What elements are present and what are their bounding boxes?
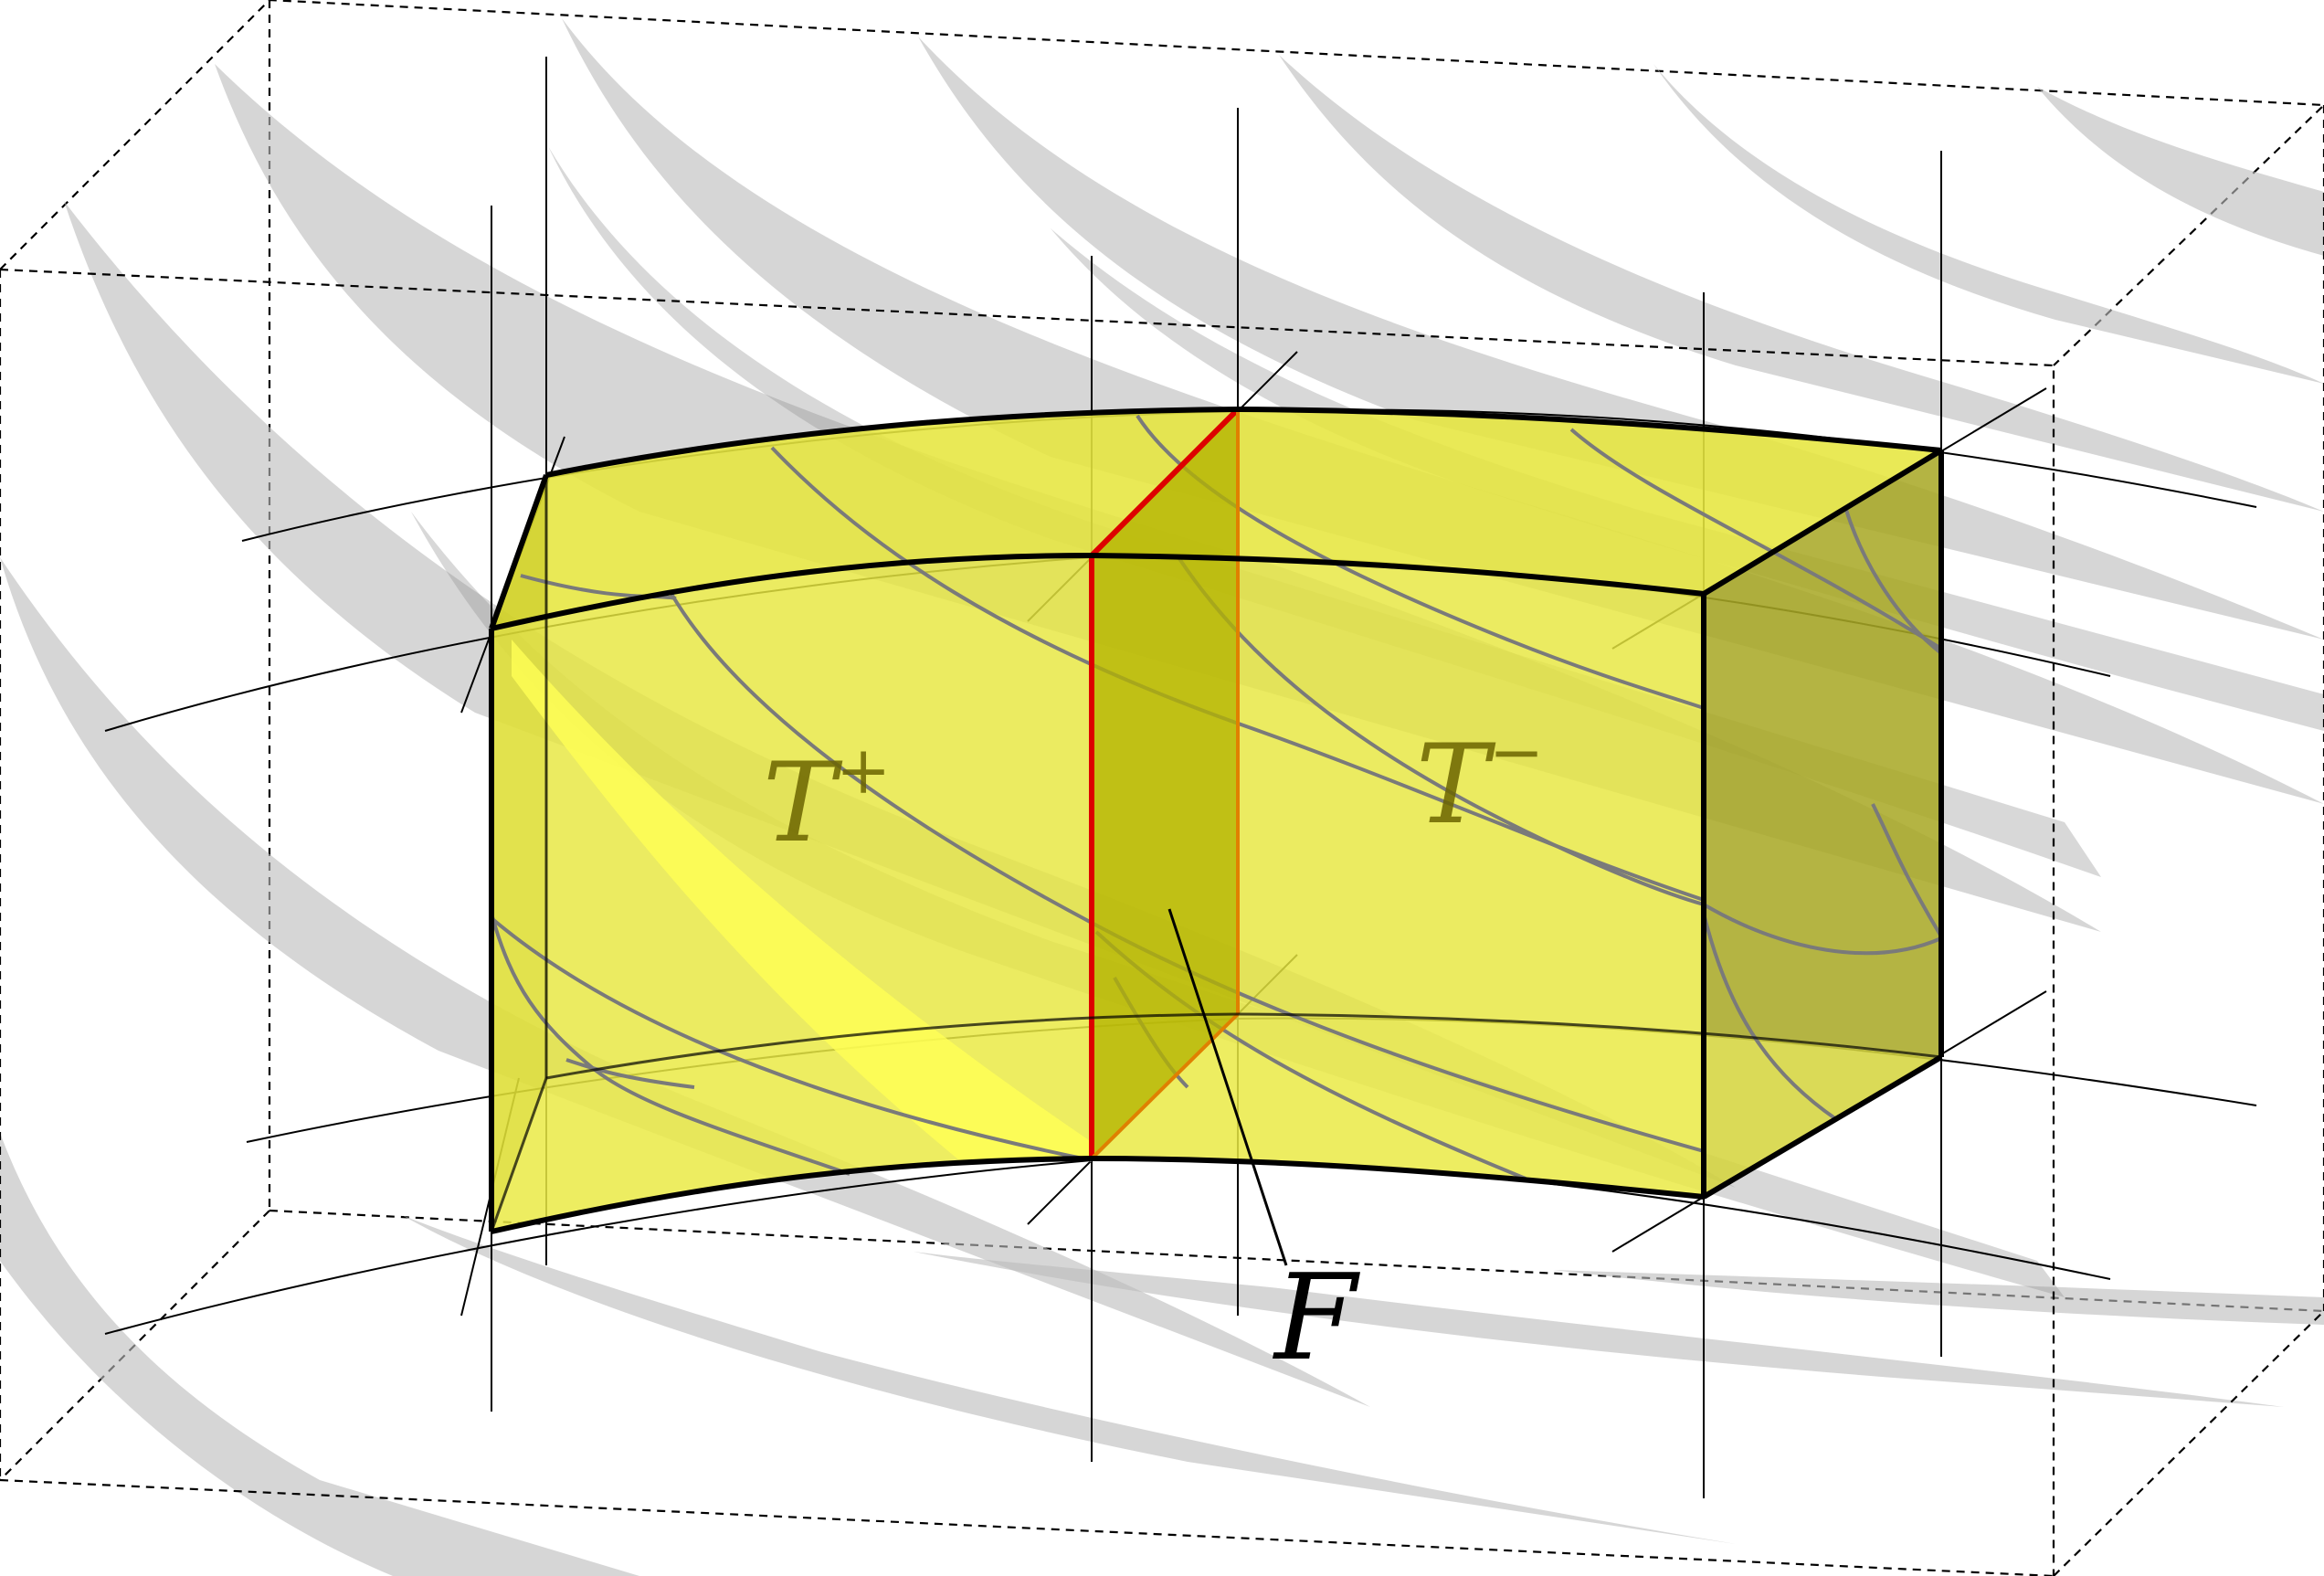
box-right-face (1704, 450, 1941, 1197)
box-highlight-band (512, 640, 1092, 1160)
interface-bottom-edge (1090, 1012, 1240, 1160)
label-t-minus: T− (1416, 714, 1544, 849)
foliation-shadows (411, 146, 2324, 1297)
interface-top-edge (1089, 407, 1241, 558)
label-face-f: F (1273, 1248, 1361, 1387)
outer-dashed-box-front (0, 105, 2324, 1576)
box-hidden-edges (490, 475, 1942, 1232)
box-edges (489, 407, 1944, 1234)
label-t-plus: T+ (763, 732, 891, 867)
interface-face-fill (1092, 409, 1238, 1158)
face-label-leader (1167, 908, 1288, 1266)
interface-face (1089, 407, 1241, 1160)
